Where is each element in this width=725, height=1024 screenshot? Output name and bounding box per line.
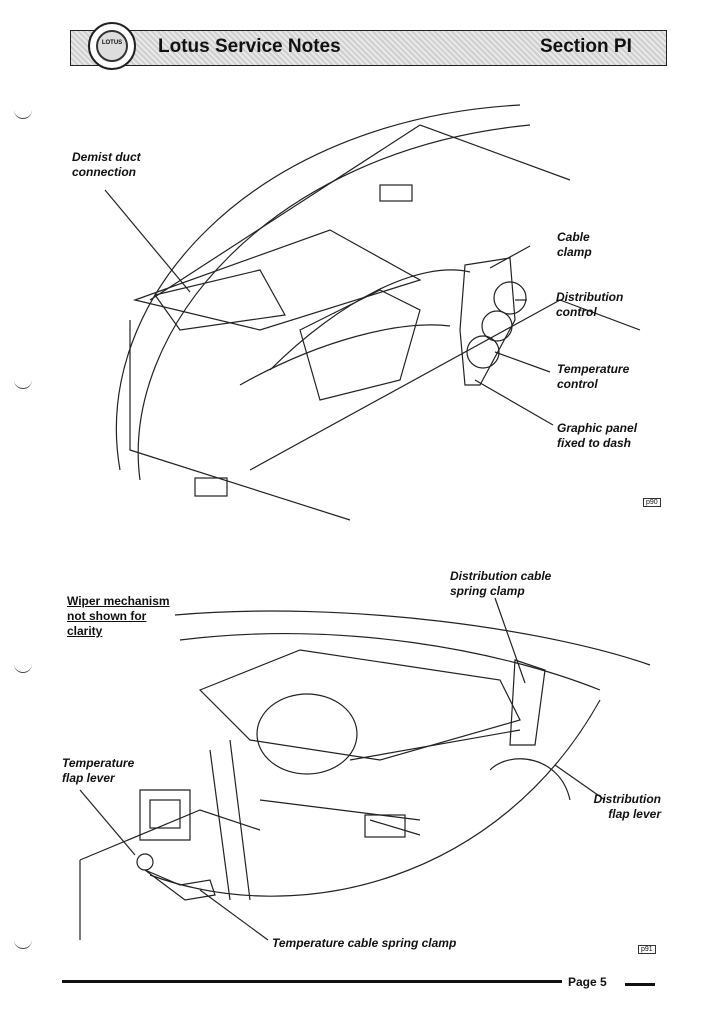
label-cable-clamp: Cable clamp bbox=[557, 230, 592, 259]
figure-ref-2: p91 bbox=[638, 945, 656, 954]
note-wiper-mechanism: Wiper mechanism not shown for clarity bbox=[67, 594, 170, 638]
header-section: Section PI bbox=[540, 36, 632, 57]
footer-rule bbox=[62, 980, 562, 983]
label-temperature-spring-clamp: Temperature cable spring clamp bbox=[272, 936, 457, 950]
header-bar bbox=[70, 30, 667, 66]
label-graphic-panel: Graphic panel fixed to dash bbox=[557, 421, 638, 450]
lotus-logo: LOTUS bbox=[88, 22, 136, 70]
label-demist-duct: Demist duct connection bbox=[72, 150, 141, 179]
footer-rule-end bbox=[625, 983, 655, 986]
logo-text: LOTUS bbox=[101, 40, 123, 46]
header-title: Lotus Service Notes bbox=[158, 36, 341, 57]
punch-hole-mark bbox=[14, 380, 32, 389]
label-distribution-flap-lever: Distribution flap lever bbox=[593, 792, 661, 821]
label-distribution-control: Distribution control bbox=[556, 290, 624, 319]
label-distribution-spring-clamp: Distribution cable spring clamp bbox=[450, 569, 552, 598]
punch-hole-mark bbox=[14, 110, 32, 119]
label-temperature-control: Temperature control bbox=[557, 362, 630, 391]
label-temperature-flap-lever: Temperature flap lever bbox=[62, 756, 135, 785]
logo-emblem: LOTUS bbox=[96, 30, 128, 62]
punch-hole-mark bbox=[14, 664, 32, 673]
page-number: Page 5 bbox=[568, 975, 607, 989]
figure-ref-1: p90 bbox=[643, 498, 661, 507]
punch-hole-mark bbox=[14, 940, 32, 949]
